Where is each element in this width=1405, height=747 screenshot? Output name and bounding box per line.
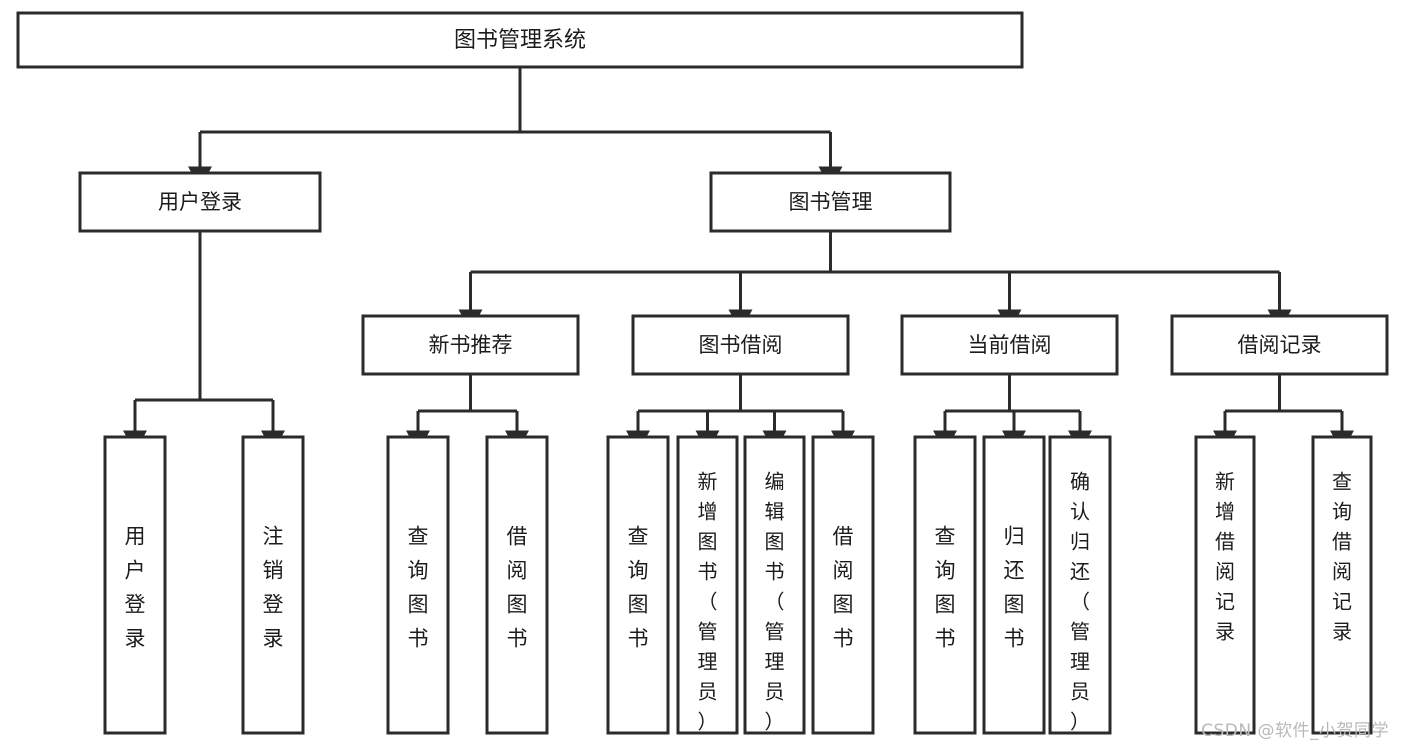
leaf-node-6-box bbox=[743, 435, 806, 735]
level2-node-0-box bbox=[78, 171, 322, 233]
leaf-node-11-box bbox=[1194, 435, 1256, 735]
node-layer: 图书管理系统用户登录图书管理新书推荐图书借阅当前借阅借阅记录用户登录注销登录查询… bbox=[16, 11, 1389, 735]
leaf-node-12-label: 查询借阅记录 bbox=[1332, 469, 1352, 643]
level3-node-0-label: 新书推荐 bbox=[429, 333, 513, 357]
leaf-node-3[interactable]: 借阅图书 bbox=[485, 435, 549, 735]
leaf-node-4-box bbox=[606, 435, 670, 735]
leaf-node-10-box bbox=[1048, 435, 1112, 735]
leaf-node-10[interactable]: 确认归还（管理员） bbox=[1048, 435, 1112, 735]
leaf-node-0[interactable]: 用户登录 bbox=[103, 435, 167, 735]
leaf-node-7[interactable]: 借阅图书 bbox=[811, 435, 875, 735]
leaf-node-10-label: 确认归还（管理员） bbox=[1070, 469, 1090, 733]
leaf-node-1[interactable]: 注销登录 bbox=[241, 435, 305, 735]
leaf-node-11[interactable]: 新增借阅记录 bbox=[1194, 435, 1256, 735]
connector-layer bbox=[123, 67, 1354, 453]
leaf-node-9[interactable]: 归还图书 bbox=[982, 435, 1046, 735]
leaf-node-9-label: 归还图书 bbox=[1004, 525, 1025, 651]
leaf-node-2[interactable]: 查询图书 bbox=[386, 435, 450, 735]
leaf-node-12-box bbox=[1311, 435, 1373, 735]
leaf-node-8[interactable]: 查询图书 bbox=[913, 435, 977, 735]
leaf-node-5[interactable]: 新增图书（管理员） bbox=[676, 435, 739, 735]
leaf-node-4-label: 查询图书 bbox=[628, 525, 649, 651]
leaf-node-7-box bbox=[811, 435, 875, 735]
level3-node-1-box bbox=[631, 314, 850, 376]
leaf-node-8-label: 查询图书 bbox=[935, 525, 956, 651]
level3-node-3-label: 借阅记录 bbox=[1238, 333, 1322, 357]
leaf-node-9-box bbox=[982, 435, 1046, 735]
root-node-box bbox=[16, 11, 1024, 69]
leaf-node-2-box bbox=[386, 435, 450, 735]
leaf-node-7-label: 借阅图书 bbox=[833, 525, 854, 651]
leaf-node-3-box bbox=[485, 435, 549, 735]
level2-node-1[interactable]: 图书管理 bbox=[709, 171, 952, 233]
level3-node-1-label: 图书借阅 bbox=[699, 333, 783, 357]
leaf-node-2-label: 查询图书 bbox=[408, 525, 429, 651]
level2-node-0[interactable]: 用户登录 bbox=[78, 171, 322, 233]
level3-node-2-box bbox=[900, 314, 1119, 376]
leaf-node-0-box bbox=[103, 435, 167, 735]
level3-node-2[interactable]: 当前借阅 bbox=[900, 314, 1119, 376]
level2-node-1-label: 图书管理 bbox=[789, 190, 873, 214]
root-node[interactable]: 图书管理系统 bbox=[16, 11, 1024, 69]
leaf-node-5-label: 新增图书（管理员） bbox=[698, 469, 718, 733]
level2-node-0-label: 用户登录 bbox=[158, 190, 242, 214]
level3-node-3[interactable]: 借阅记录 bbox=[1170, 314, 1389, 376]
leaf-node-11-label: 新增借阅记录 bbox=[1215, 469, 1235, 643]
leaf-node-8-box bbox=[913, 435, 977, 735]
leaf-node-3-label: 借阅图书 bbox=[507, 525, 528, 651]
root-node-label: 图书管理系统 bbox=[454, 28, 586, 53]
level3-node-0[interactable]: 新书推荐 bbox=[361, 314, 580, 376]
level3-node-3-box bbox=[1170, 314, 1389, 376]
leaf-node-1-label: 注销登录 bbox=[263, 525, 284, 651]
leaf-node-5-box bbox=[676, 435, 739, 735]
level3-node-1[interactable]: 图书借阅 bbox=[631, 314, 850, 376]
leaf-node-6[interactable]: 编辑图书（管理员） bbox=[743, 435, 806, 735]
leaf-node-1-box bbox=[241, 435, 305, 735]
level3-node-2-label: 当前借阅 bbox=[968, 333, 1052, 357]
leaf-node-0-label: 用户登录 bbox=[125, 525, 146, 651]
leaf-node-4[interactable]: 查询图书 bbox=[606, 435, 670, 735]
level2-node-1-box bbox=[709, 171, 952, 233]
leaf-node-6-label: 编辑图书（管理员） bbox=[765, 469, 785, 733]
level3-node-0-box bbox=[361, 314, 580, 376]
leaf-node-12[interactable]: 查询借阅记录 bbox=[1311, 435, 1373, 735]
